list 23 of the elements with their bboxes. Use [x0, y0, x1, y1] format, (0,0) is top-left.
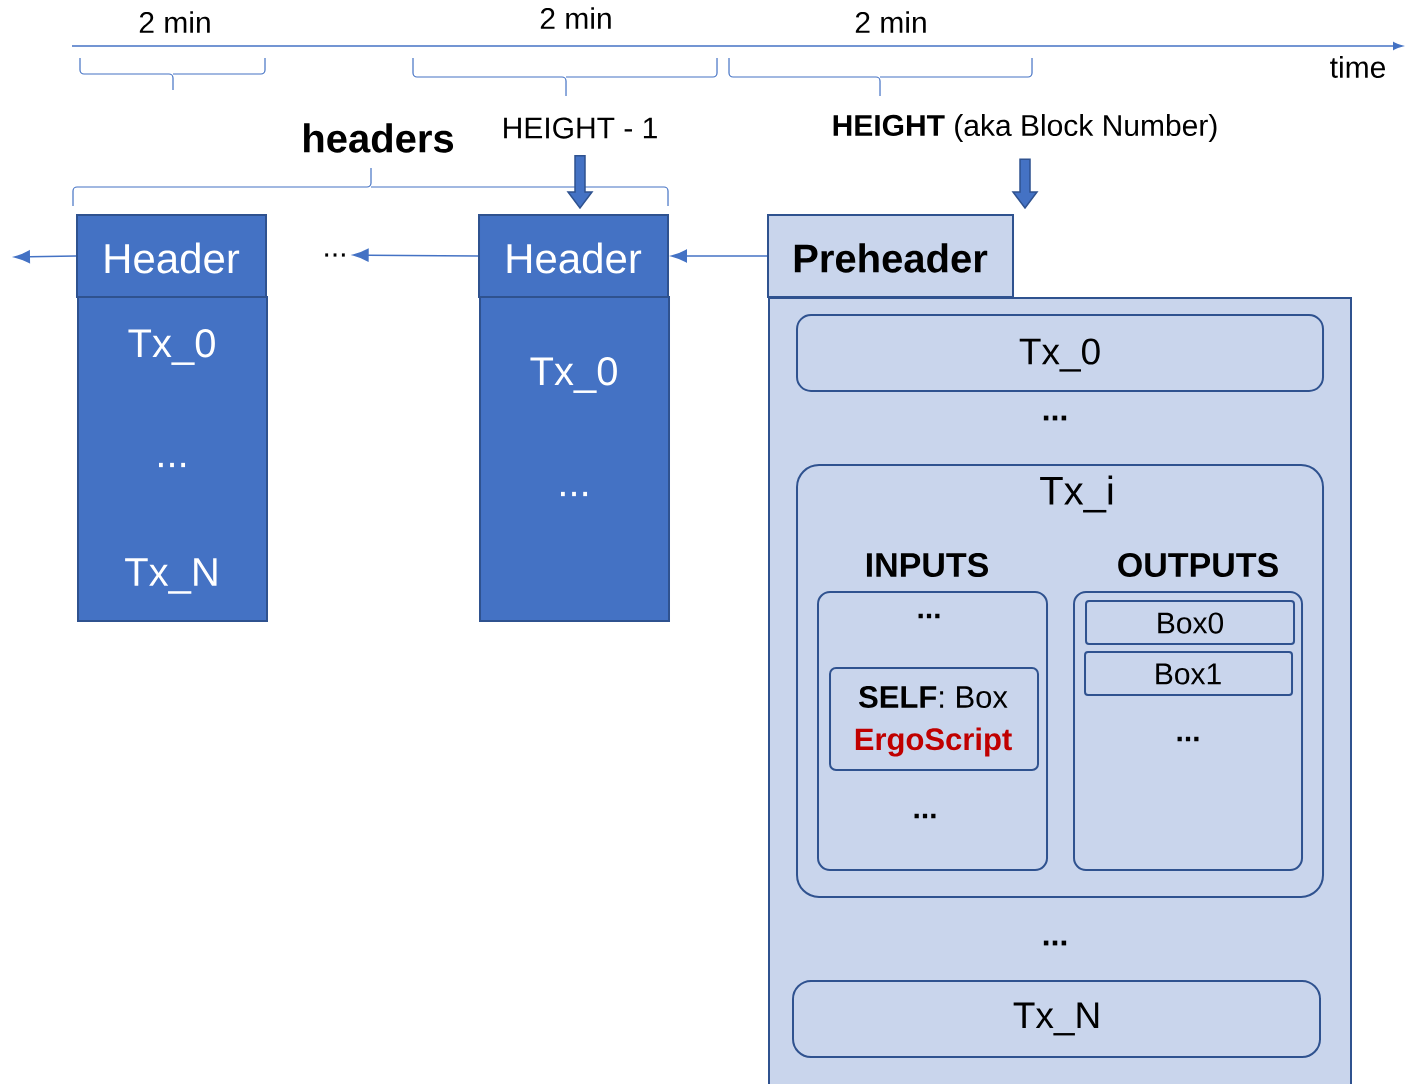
node-label: OUTPUTS [1118, 552, 1278, 578]
transaction-box: Tx_N [792, 980, 1321, 1058]
box-card: Box1 [1084, 651, 1293, 696]
dots-text: ... [325, 253, 345, 257]
preheader-box: Preheader [767, 214, 1014, 298]
block-arrow [566, 155, 594, 210]
block-arrow [1011, 158, 1039, 210]
header-box: Header [76, 214, 267, 298]
axis-label: time [1330, 56, 1385, 78]
duration-label: 2 min [540, 7, 611, 29]
box-card: SELF: Box ErgoScript [829, 667, 1039, 771]
duration-label: 2 min [855, 11, 926, 33]
height-label: HEIGHT (aka Block Number) [833, 114, 1217, 142]
duration-label: 2 min [139, 11, 210, 33]
transaction-box: Tx_0 [796, 314, 1324, 392]
header-box: Header [478, 214, 669, 298]
box-card: Box0 [1085, 600, 1295, 645]
node-label: INPUTS [866, 552, 989, 578]
height-label: HEIGHT - 1 [504, 117, 657, 139]
arrow [671, 249, 768, 263]
group-label: headers [304, 123, 454, 153]
arrow [14, 250, 77, 264]
arrow [352, 248, 479, 262]
